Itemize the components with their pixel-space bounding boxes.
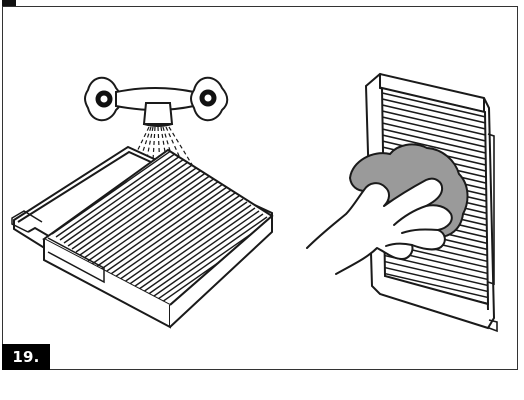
step-number-badge: 19. (2, 344, 50, 370)
filter-tray-icon (12, 147, 275, 327)
faucet-icon (85, 78, 227, 126)
